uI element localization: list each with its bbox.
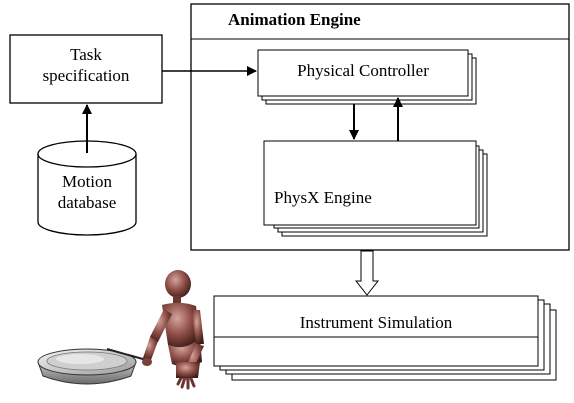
motion-db-label: Motion database [38,172,136,213]
task-spec-label-line1: Task [70,45,102,64]
physx-engine-box [263,140,477,226]
instrument-sim-box [213,295,539,367]
drumstick-icon [106,348,151,362]
motion-db-label-line1: Motion [61,172,113,191]
motion-db-label-line2: database [57,192,117,212]
physx-engine-label: PhysX Engine [274,188,372,207]
task-spec-label: Task specification [10,45,162,86]
hollow-arrow-engine-to-sim [354,250,380,296]
task-spec-label-line2: specification [42,65,130,85]
animation-engine-title: Animation Engine [228,10,361,29]
physical-controller-label: Physical Controller [297,61,429,80]
drum-icon [37,348,137,385]
drummer-figure-icon [142,270,204,390]
physical-controller-box [257,49,469,97]
motion-db-cylinder-body [37,154,137,236]
instrument-sim-label: Instrument Simulation [299,313,453,332]
task-spec-box [9,34,163,104]
